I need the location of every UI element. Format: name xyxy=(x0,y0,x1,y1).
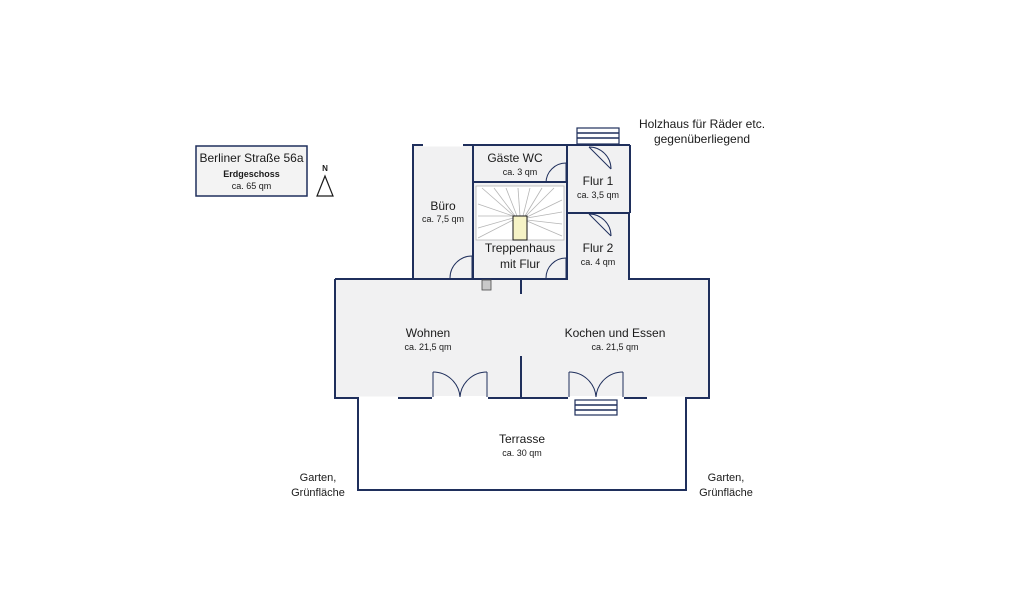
room-labels: Büro ca. 7,5 qm Gäste WC ca. 3 qm Flur 1… xyxy=(404,151,665,458)
room-flur1-name: Flur 1 xyxy=(583,174,614,188)
stair-well xyxy=(512,215,528,241)
floor-buero xyxy=(413,146,473,279)
terrace-outline xyxy=(357,399,687,491)
room-flur2-area: ca. 4 qm xyxy=(581,257,616,267)
steps-bottom xyxy=(574,399,618,416)
room-terrasse-name: Terrasse xyxy=(499,432,545,446)
door-flur2 xyxy=(588,213,612,237)
north-label: N xyxy=(322,164,328,173)
door-kochen-terrace xyxy=(568,371,624,400)
floor-gaeste-wc xyxy=(474,146,567,182)
info-box-frame xyxy=(195,145,308,197)
room-wohnen-area: ca. 21,5 qm xyxy=(404,342,451,352)
outside-notes: Holzhaus für Räder etc. gegenüberliegend… xyxy=(291,117,765,499)
staircase xyxy=(475,185,565,241)
note-holzhaus-2: gegenüberliegend xyxy=(654,132,750,146)
note-garten-left-2: Grünfläche xyxy=(291,487,345,499)
info-address: Berliner Straße 56a xyxy=(199,151,303,165)
chimney xyxy=(481,279,492,291)
doors xyxy=(432,146,624,400)
room-treppenhaus-name-1: Treppenhaus xyxy=(485,241,555,255)
room-kochen-name: Kochen und Essen xyxy=(565,326,666,340)
door-gaeste-wc xyxy=(545,162,567,184)
room-gaeste-wc-name: Gäste WC xyxy=(487,151,543,165)
door-treppenhaus xyxy=(545,257,567,279)
door-flur1-entrance xyxy=(588,146,612,170)
room-gaeste-wc-area: ca. 3 qm xyxy=(503,167,538,177)
wall-openings xyxy=(359,143,685,400)
room-terrasse-area: ca. 30 qm xyxy=(502,448,542,458)
door-buero xyxy=(449,255,473,279)
stair-treads xyxy=(477,187,563,239)
info-floor: Erdgeschoss xyxy=(223,169,280,179)
steps-top xyxy=(576,127,620,145)
terrace xyxy=(357,399,687,491)
note-holzhaus-1: Holzhaus für Räder etc. xyxy=(639,117,765,131)
room-wohnen-name: Wohnen xyxy=(406,326,450,340)
north-arrow-icon: N xyxy=(316,164,334,197)
room-flur2-name: Flur 2 xyxy=(583,241,614,255)
room-buero-name: Büro xyxy=(430,199,456,213)
room-buero-area: ca. 7,5 qm xyxy=(422,214,464,224)
room-kochen-area: ca. 21,5 qm xyxy=(591,342,638,352)
note-garten-left-1: Garten, xyxy=(300,472,337,484)
note-garten-right-1: Garten, xyxy=(708,472,745,484)
info-box: Berliner Straße 56a Erdgeschoss ca. 65 q… xyxy=(195,145,308,197)
info-area: ca. 65 qm xyxy=(232,181,272,191)
door-wohnen-terrace xyxy=(432,371,488,400)
note-garten-right-2: Grünfläche xyxy=(699,487,753,499)
room-flur1-area: ca. 3,5 qm xyxy=(577,190,619,200)
north-triangle xyxy=(316,174,334,197)
room-treppenhaus-name-2: mit Flur xyxy=(500,257,540,271)
